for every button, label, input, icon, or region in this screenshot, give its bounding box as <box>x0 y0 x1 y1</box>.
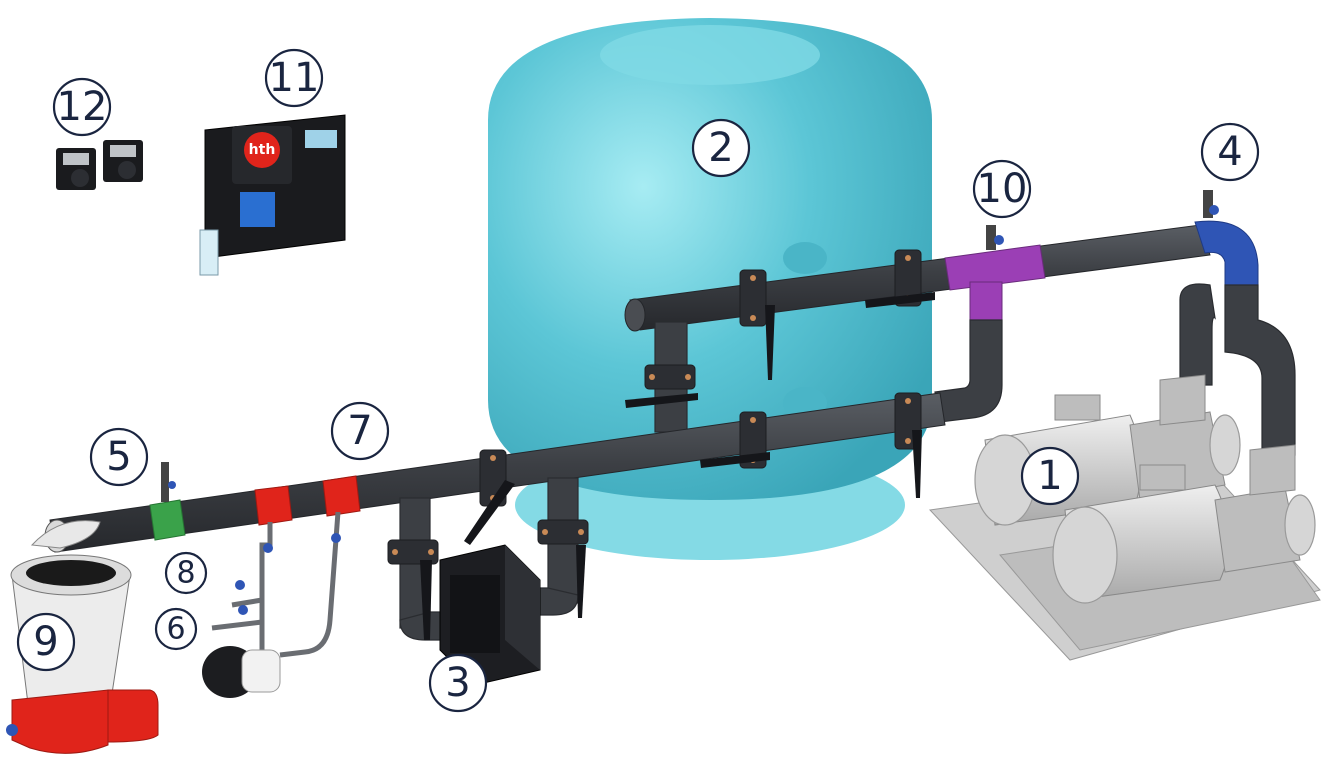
callout-9-label: 9 <box>33 619 58 665</box>
valve-knob <box>331 533 341 543</box>
valve-knob <box>238 605 248 615</box>
callout-11-label: 11 <box>269 55 320 101</box>
callout-6-label: 6 <box>166 612 185 647</box>
callout-1: 1 <box>1020 446 1080 506</box>
callout-2: 2 <box>691 118 751 178</box>
callout-4-label: 4 <box>1217 129 1242 175</box>
dosing-pumps <box>56 140 143 190</box>
callout-1-label: 1 <box>1037 453 1062 499</box>
callout-8-label: 8 <box>176 556 195 591</box>
callout-5: 5 <box>89 427 149 487</box>
tee-down-pipe <box>934 319 1003 423</box>
return-pipe-left <box>1179 283 1216 386</box>
heat-exchanger <box>439 544 541 686</box>
blue-elbow <box>1194 190 1259 286</box>
callout-5-label: 5 <box>106 434 131 480</box>
callout-6: 6 <box>154 607 198 651</box>
callout-3: 3 <box>428 653 488 713</box>
return-pipe-right <box>1224 284 1296 456</box>
callout-2-label: 2 <box>708 125 733 171</box>
valve-flanges <box>387 249 922 565</box>
callout-4: 4 <box>1200 122 1260 182</box>
motor-pump-units <box>928 374 1321 661</box>
valve-handles <box>420 292 935 640</box>
callout-7-label: 7 <box>347 408 372 454</box>
pipe-saddles <box>149 462 361 541</box>
purple-tee <box>944 225 1046 323</box>
callout-9: 9 <box>16 612 76 672</box>
callout-10-label: 10 <box>977 166 1028 212</box>
callout-7: 7 <box>330 401 390 461</box>
sand-filter-tank <box>488 18 932 560</box>
callout-8: 8 <box>164 551 208 595</box>
control-panel: hth <box>199 114 346 276</box>
panel-logo: hth <box>249 142 276 158</box>
valve-knob <box>235 580 245 590</box>
valve-knob <box>263 543 273 553</box>
callout-12-label: 12 <box>57 84 108 130</box>
feeder-lines <box>211 511 341 658</box>
callout-12: 12 <box>52 77 112 137</box>
callout-3-label: 3 <box>445 660 470 706</box>
callout-10: 10 <box>972 159 1032 219</box>
booster-pump <box>202 646 281 698</box>
callout-11: 11 <box>264 48 324 108</box>
